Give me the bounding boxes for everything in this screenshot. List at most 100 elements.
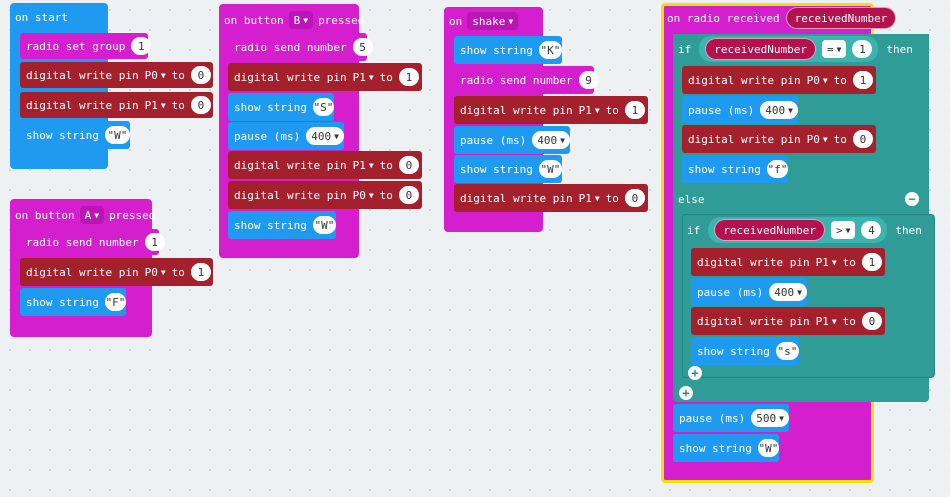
send-value[interactable]: 9	[578, 71, 599, 89]
pin-dropdown[interactable]: P1▼	[816, 315, 837, 328]
pin-dropdown[interactable]: P1▼	[145, 99, 166, 112]
pin-dropdown[interactable]: P1▼	[579, 192, 600, 205]
pin-dropdown[interactable]: P0▼	[145, 69, 166, 82]
string-value[interactable]: "F"	[104, 293, 126, 311]
value-input[interactable]: 1	[852, 71, 873, 89]
digital-write-block[interactable]: digital write pin P1▼ to 1	[691, 248, 885, 276]
pause-block[interactable]: pause (ms) 500▼	[673, 404, 789, 432]
digital-write-block[interactable]: digital write pin P0▼ to 1	[682, 66, 876, 94]
pause-block[interactable]: pause (ms) 400▼	[682, 96, 798, 124]
pin-dropdown[interactable]: P0▼	[145, 266, 166, 279]
pause-label: pause (ms)	[688, 103, 755, 117]
chevron-down-icon: ▼	[797, 287, 802, 297]
value-input[interactable]: 0	[398, 186, 419, 204]
string-value[interactable]: "S"	[312, 98, 334, 116]
pin-dropdown[interactable]: P1▼	[353, 159, 374, 172]
show-string-block[interactable]: show string "K"	[454, 36, 562, 64]
radio-set-group-block[interactable]: radio set group 1	[20, 33, 152, 59]
button-dropdown[interactable]: B▼	[288, 11, 314, 29]
show-string-block[interactable]: show string "W"	[228, 211, 336, 239]
show-string-block[interactable]: show string "W"	[673, 434, 779, 462]
pause-dropdown[interactable]: 500▼	[751, 409, 789, 427]
pause-block[interactable]: pause (ms) 400▼	[454, 126, 570, 154]
pause-value: 400	[537, 133, 558, 147]
radio-send-number-block[interactable]: radio send number 5	[228, 33, 373, 61]
value-input[interactable]: 0	[190, 66, 211, 84]
show-string-block[interactable]: show string "W"	[20, 121, 130, 149]
show-string-block[interactable]: show string "s"	[691, 337, 799, 365]
string-value[interactable]: "W"	[312, 216, 336, 234]
pin-dropdown[interactable]: P0▼	[807, 74, 828, 87]
operator-dropdown[interactable]: >▼	[830, 221, 856, 239]
chevron-down-icon: ▼	[845, 225, 851, 235]
received-number-var[interactable]: receivedNumber	[714, 219, 825, 241]
show-string-label: show string	[697, 344, 770, 358]
compare-value[interactable]: 4	[861, 221, 882, 239]
pause-dropdown[interactable]: 400▼	[532, 131, 570, 149]
digital-write-block[interactable]: digital write pin P1▼ to 1	[454, 96, 648, 124]
pin-dropdown[interactable]: P1▼	[353, 71, 374, 84]
pin-dropdown[interactable]: P0▼	[353, 189, 374, 202]
digital-write-block[interactable]: digital write pin P1▼ to 1	[228, 63, 422, 91]
value-input[interactable]: 0	[861, 312, 882, 330]
digital-write-label: digital write pin	[234, 158, 347, 172]
value-input[interactable]: 0	[398, 156, 419, 174]
value-input[interactable]: 0	[190, 96, 211, 114]
show-string-block[interactable]: show string "F"	[20, 288, 126, 316]
group-value[interactable]: 1	[131, 37, 152, 55]
pin-dropdown[interactable]: P1▼	[816, 256, 837, 269]
to-label: to	[605, 103, 619, 117]
received-number-param[interactable]: receivedNumber	[785, 7, 897, 29]
gesture-dropdown[interactable]: shake▼	[467, 12, 519, 30]
send-value[interactable]: 5	[352, 38, 373, 56]
string-value[interactable]: "K"	[538, 41, 562, 59]
compare-block[interactable]: receivedNumber >▼ 4	[708, 217, 888, 243]
value-input[interactable]: 0	[852, 130, 873, 148]
string-value[interactable]: "s"	[775, 342, 799, 360]
button-dropdown[interactable]: A▼	[79, 206, 105, 224]
show-string-block[interactable]: show string "f"	[682, 155, 788, 183]
compare-value[interactable]: 1	[852, 40, 873, 58]
value-input[interactable]: 1	[398, 68, 419, 86]
show-string-label: show string	[688, 162, 761, 176]
string-value[interactable]: "W"	[104, 126, 130, 144]
digital-write-block[interactable]: digital write pin P0▼ to 0	[682, 125, 876, 153]
operator-dropdown[interactable]: =▼	[821, 40, 847, 58]
on-radio-received-header: on radio received receivedNumber	[667, 7, 897, 29]
digital-write-block[interactable]: digital write pin P1▼ to 0	[691, 307, 885, 335]
string-value[interactable]: "W"	[538, 160, 562, 178]
send-value[interactable]: 1	[144, 233, 165, 251]
if-label: if	[687, 223, 701, 237]
show-string-block[interactable]: show string "W"	[454, 155, 562, 183]
show-string-block[interactable]: show string "S"	[228, 93, 334, 121]
pause-dropdown[interactable]: 400▼	[760, 101, 798, 119]
digital-write-block[interactable]: digital write pin P1▼ to 0	[228, 151, 422, 179]
digital-write-block[interactable]: digital write pin P0▼ to 0	[228, 181, 422, 209]
value-input[interactable]: 1	[624, 101, 645, 119]
digital-write-block[interactable]: digital write pin P0▼ to 1	[20, 258, 213, 286]
string-value[interactable]: "W"	[757, 439, 779, 457]
pin-value: P0	[144, 68, 158, 82]
digital-write-label: digital write pin	[697, 314, 810, 328]
pin-dropdown[interactable]: P1▼	[579, 104, 600, 117]
pin-dropdown[interactable]: P0▼	[807, 133, 828, 146]
string-value[interactable]: "f"	[766, 160, 788, 178]
digital-write-block[interactable]: digital write pin P1▼ to 0	[20, 92, 213, 118]
pause-value: 500	[756, 411, 777, 425]
add-inner-else-icon[interactable]: +	[688, 366, 702, 380]
add-else-if-icon[interactable]: +	[679, 386, 693, 400]
pause-dropdown[interactable]: 400▼	[769, 283, 807, 301]
value-input[interactable]: 0	[624, 189, 645, 207]
radio-send-number-block[interactable]: radio send number 1	[20, 229, 165, 255]
remove-else-icon[interactable]: −	[905, 192, 919, 206]
digital-write-block[interactable]: digital write pin P1▼ to 0	[454, 184, 648, 212]
value-input[interactable]: 1	[190, 263, 211, 281]
digital-write-block[interactable]: digital write pin P0▼ to 0	[20, 62, 213, 88]
compare-block[interactable]: receivedNumber =▼ 1	[699, 36, 879, 62]
radio-send-number-block[interactable]: radio send number 9	[454, 66, 599, 94]
received-number-var[interactable]: receivedNumber	[705, 38, 816, 60]
pause-block[interactable]: pause (ms) 400▼	[228, 122, 344, 150]
value-input[interactable]: 1	[861, 253, 882, 271]
pause-block[interactable]: pause (ms) 400▼	[691, 278, 807, 306]
pause-dropdown[interactable]: 400▼	[306, 127, 344, 145]
